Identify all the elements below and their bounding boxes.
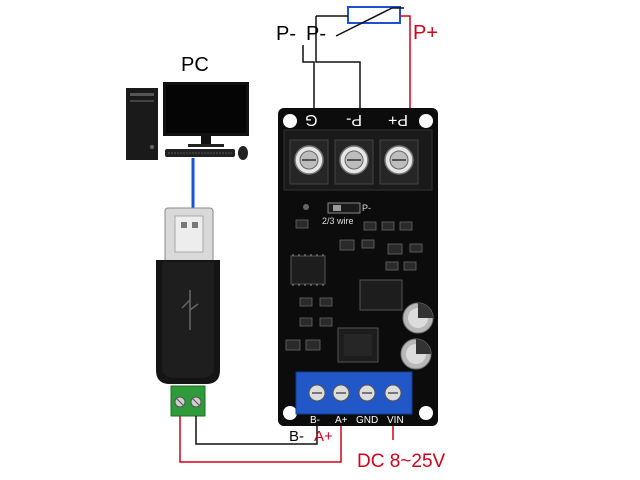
screw-terminal-icon — [334, 139, 374, 185]
silk-gnd: GND — [356, 415, 379, 426]
pad-g-label: G — [305, 111, 318, 128]
silk-b-minus: B- — [310, 415, 320, 426]
p-minus-label-2: P- — [306, 23, 326, 45]
computer-tower-icon — [126, 88, 158, 160]
pc-label: PC — [181, 54, 209, 76]
mouse-icon — [238, 146, 248, 160]
pad-p-plus-label: P+ — [388, 111, 409, 128]
usb-adapter-icon — [156, 207, 220, 417]
capacitor-icon — [402, 302, 434, 334]
jumper-p-label: P- — [362, 203, 371, 213]
capacitor-icon — [400, 338, 432, 370]
monitor-icon — [163, 82, 249, 147]
a-plus-label: A+ — [314, 428, 333, 445]
b-minus-label: B- — [289, 428, 304, 445]
silk-a-plus: A+ — [335, 415, 348, 426]
dc-supply-label: DC 8~25V — [357, 451, 446, 472]
silk-vin: VIN — [387, 415, 404, 426]
jumper-label: 2/3 wire — [322, 216, 354, 226]
screw-terminal-icon — [379, 139, 419, 185]
p-plus-label: P+ — [413, 22, 439, 44]
rtd-resistor-icon — [335, 6, 404, 37]
screw-terminal-icon — [289, 139, 329, 185]
sensor-wires — [302, 15, 411, 113]
p-minus-label-1: P- — [276, 23, 296, 45]
keyboard-icon — [165, 149, 235, 157]
pcb-board — [278, 108, 438, 426]
pad-p-minus-label: P- — [346, 111, 362, 128]
